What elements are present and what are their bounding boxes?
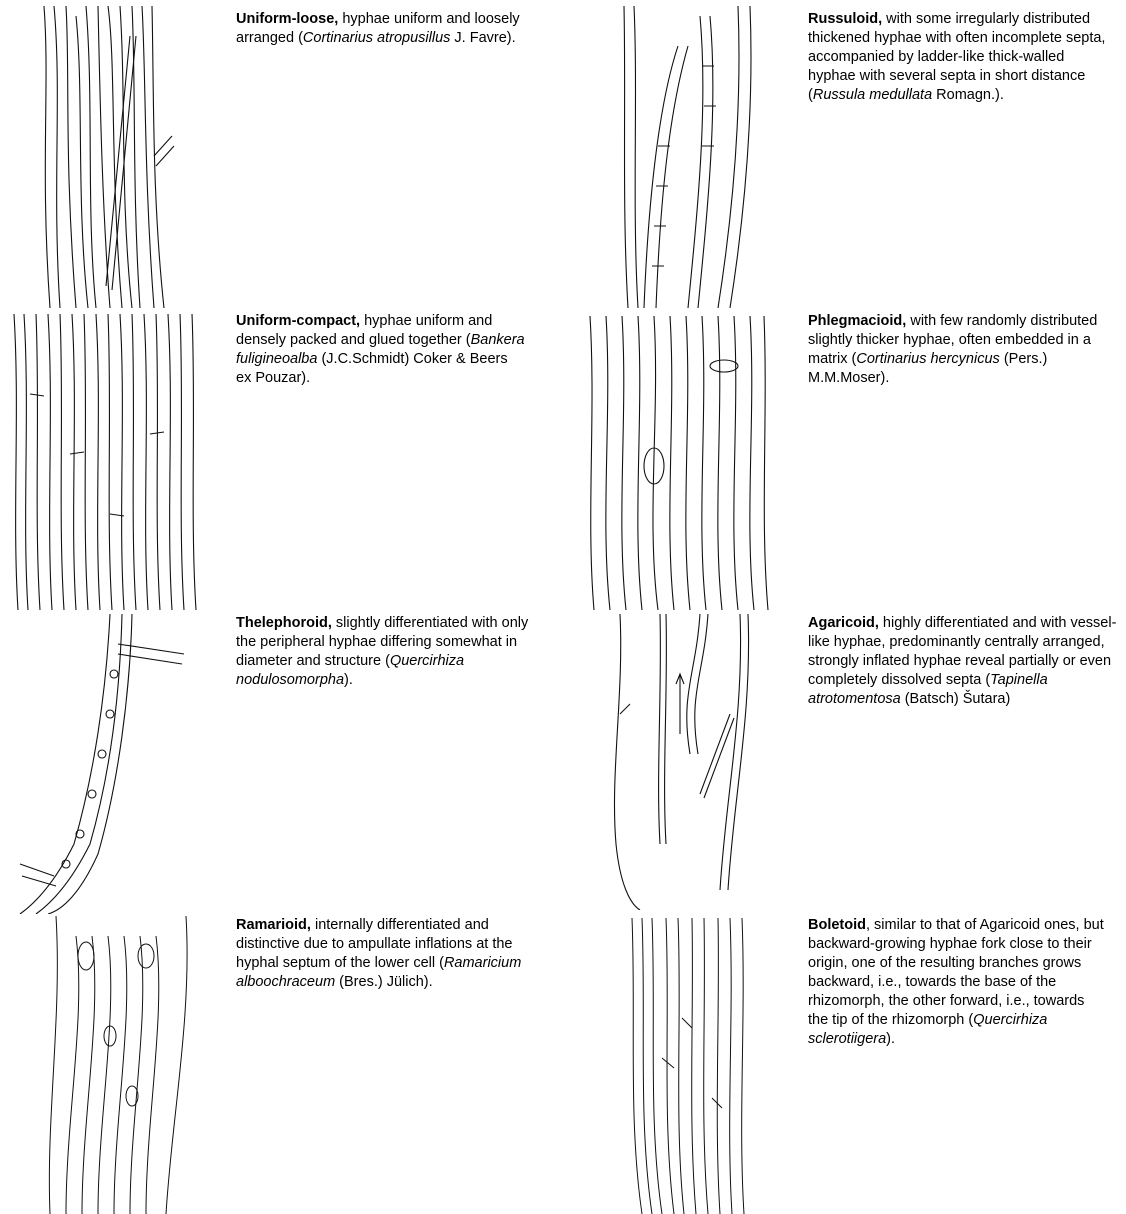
phlegmacioid-drawing	[584, 316, 772, 610]
caption-text: ).	[886, 1031, 895, 1047]
caption-title: Phlegmacioid,	[808, 313, 906, 329]
caption-text: J. Favre).	[450, 30, 515, 46]
caption-text: ).	[344, 672, 353, 688]
agaricoid-drawing	[600, 614, 770, 910]
caption-title: Ramarioid,	[236, 917, 311, 933]
caption-species: Cortinarius atropusillus	[303, 30, 450, 46]
caption-uniform-compact: Uniform-compact, hyphae uniform and dens…	[236, 312, 526, 388]
caption-title: Boletoid	[808, 917, 866, 933]
caption-text: (Batsch) Šutara)	[901, 691, 1011, 707]
caption-uniform-loose: Uniform-loose, hyphae uniform and loosel…	[236, 10, 526, 48]
caption-species: Russula medullata	[813, 87, 932, 103]
caption-text: (Bres.) Jülich).	[335, 974, 433, 990]
caption-russuloid: Russuloid, with some irregularly distrib…	[808, 10, 1108, 105]
caption-agaricoid: Agaricoid, highly differentiated and wit…	[808, 614, 1118, 709]
uniform-loose-drawing	[36, 6, 186, 308]
ramarioid-drawing	[36, 916, 206, 1214]
caption-text: Romagn.).	[932, 87, 1004, 103]
uniform-compact-drawing	[10, 314, 200, 610]
russuloid-drawing	[618, 6, 768, 308]
thelephoroid-drawing	[14, 614, 204, 914]
caption-thelephoroid: Thelephoroid, slightly differentiated wi…	[236, 614, 536, 690]
caption-phlegmacioid: Phlegmacioid, with few randomly distribu…	[808, 312, 1108, 388]
caption-boletoid: Boletoid, similar to that of Agaricoid o…	[808, 916, 1108, 1049]
boletoid-drawing	[622, 918, 758, 1214]
caption-title: Russuloid,	[808, 11, 882, 27]
caption-species: Cortinarius hercynicus	[856, 351, 999, 367]
caption-ramarioid: Ramarioid, internally differentiated and…	[236, 916, 536, 992]
caption-title: Thelephoroid,	[236, 615, 332, 631]
caption-title: Uniform-loose,	[236, 11, 338, 27]
caption-title: Agaricoid,	[808, 615, 879, 631]
caption-text: , similar to that of Agaricoid ones, but…	[808, 917, 1104, 1028]
caption-title: Uniform-compact,	[236, 313, 360, 329]
